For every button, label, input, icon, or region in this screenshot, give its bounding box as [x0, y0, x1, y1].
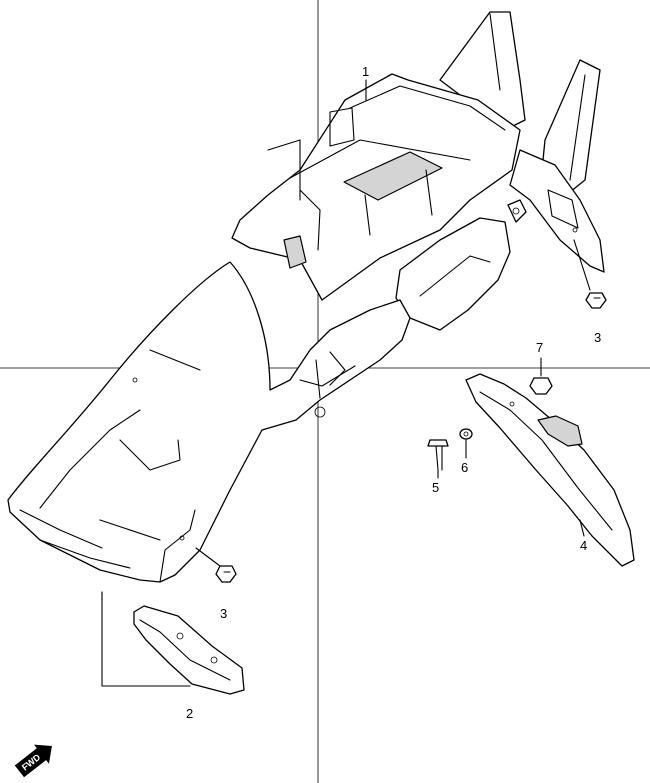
fender-hole	[314, 406, 326, 418]
bolt-3-upper	[573, 239, 607, 309]
callout-1: 1	[362, 64, 369, 79]
washer-6	[459, 428, 473, 459]
callout-7: 7	[536, 340, 543, 355]
callout-2: 2	[186, 706, 193, 721]
callout-3-lower: 3	[220, 606, 227, 621]
callout-3-upper: 3	[594, 330, 601, 345]
callout-4: 4	[580, 538, 587, 553]
fwd-badge: FWD	[14, 744, 52, 778]
fender-hole	[132, 377, 138, 383]
bracket-hole	[572, 227, 578, 233]
fender-hole	[179, 535, 185, 541]
bolt-3-lower	[195, 547, 237, 583]
callout-5: 5	[432, 480, 439, 495]
forward-arrow-icon	[14, 744, 52, 778]
callout-6: 6	[461, 460, 468, 475]
part-4-mud-guard	[465, 373, 635, 567]
leader-4	[579, 519, 585, 537]
part-1-rear-fender	[7, 11, 605, 583]
part-2-cover	[101, 591, 245, 695]
mounting-hole	[512, 207, 520, 215]
cover-hole	[210, 656, 218, 664]
guard-hole	[509, 401, 515, 407]
cover-hole	[176, 632, 184, 640]
nut-7	[529, 357, 553, 395]
screw-5	[427, 439, 449, 479]
